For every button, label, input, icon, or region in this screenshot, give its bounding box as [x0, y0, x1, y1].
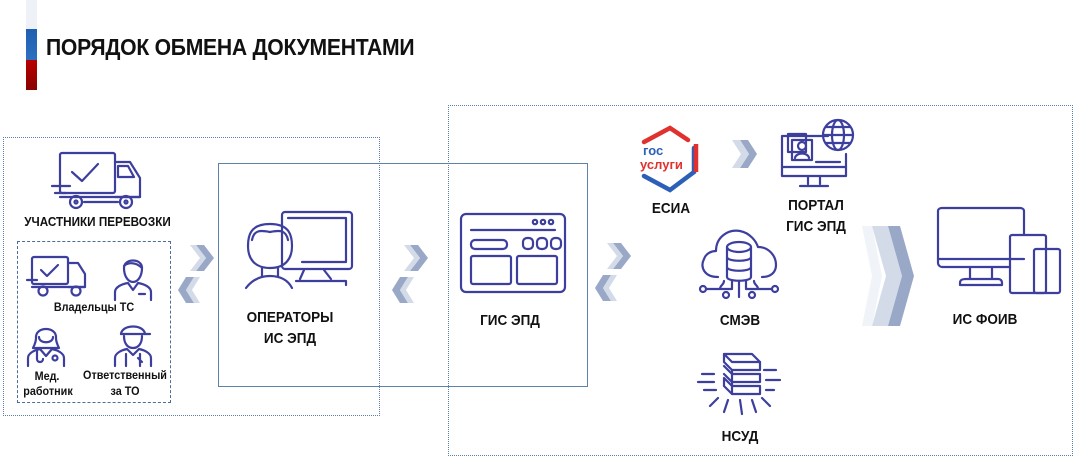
- chevron-right-icon: [740, 140, 757, 168]
- nsud-server-stack-icon: [696, 352, 782, 416]
- portal-monitor-globe-icon: [780, 118, 855, 188]
- is-foiv-devices-icon: [936, 206, 1062, 295]
- operators-label-line1: ОПЕРАТОРЫ: [246, 309, 334, 326]
- driver-person-icon: [113, 259, 153, 302]
- is-foiv-label: ИС ФОИВ: [952, 311, 1018, 328]
- participants-subgroup-frame: [17, 241, 171, 403]
- responsible-label-line2: за ТО: [110, 384, 140, 398]
- flag-stripe-white: [26, 0, 37, 29]
- responsible-label-line1: Ответственный: [83, 368, 167, 382]
- exchange-arrows-gis-smev: [595, 243, 631, 301]
- vehicle-owners-label: Владельцы ТС: [53, 300, 135, 314]
- medic-label-line1: Мед.: [34, 369, 60, 383]
- gis-epd-label: ГИС ЭПД: [480, 312, 540, 329]
- gis-epd-window-icon: [459, 212, 567, 294]
- arrow-to-is-foiv: [862, 226, 914, 326]
- mechanic-icon: [113, 325, 153, 368]
- chevron-right-icon: [888, 226, 914, 326]
- flag-stripe-red: [26, 60, 37, 90]
- exchange-arrows-participants-operators: [178, 245, 214, 303]
- government-systems-frame: [448, 105, 1073, 456]
- flag-stripe-blue: [26, 29, 37, 60]
- operators-gis-frame: [218, 163, 588, 387]
- medic-icon: [26, 327, 66, 368]
- small-truck-icon: [25, 255, 87, 297]
- chevron-right-icon: [196, 245, 214, 271]
- arrow-esia-portal: [732, 140, 757, 168]
- operator-workstation-icon: [244, 210, 354, 290]
- portal-label-line1: ПОРТАЛ: [788, 197, 844, 214]
- esia-label: ЕСИА: [651, 200, 691, 217]
- gosuslugi-logo-line1: гос: [643, 143, 663, 158]
- portal-label-line2: ГИС ЭПД: [786, 218, 846, 235]
- operators-label-line2: ИС ЭПД: [263, 330, 317, 347]
- smev-label: СМЭВ: [719, 312, 761, 329]
- chevron-right-icon: [410, 245, 428, 271]
- gosuslugi-logo-line2: услуги: [640, 157, 683, 172]
- chevron-right-icon: [613, 243, 631, 269]
- gosuslugi-logo-icon: гос услуги: [640, 125, 699, 193]
- smev-cloud-database-icon: [698, 229, 780, 300]
- page-title: ПОРЯДОК ОБМЕНА ДОКУМЕНТАМИ: [46, 34, 415, 60]
- participants-heading: УЧАСТНИКИ ПЕРЕВОЗКИ: [24, 214, 171, 229]
- medic-label-line2: работник: [23, 384, 73, 398]
- participants-frame: [3, 137, 380, 416]
- nsud-label: НСУД: [721, 428, 759, 445]
- truck-icon: [50, 151, 142, 210]
- exchange-arrows-operators-gis: [392, 245, 428, 303]
